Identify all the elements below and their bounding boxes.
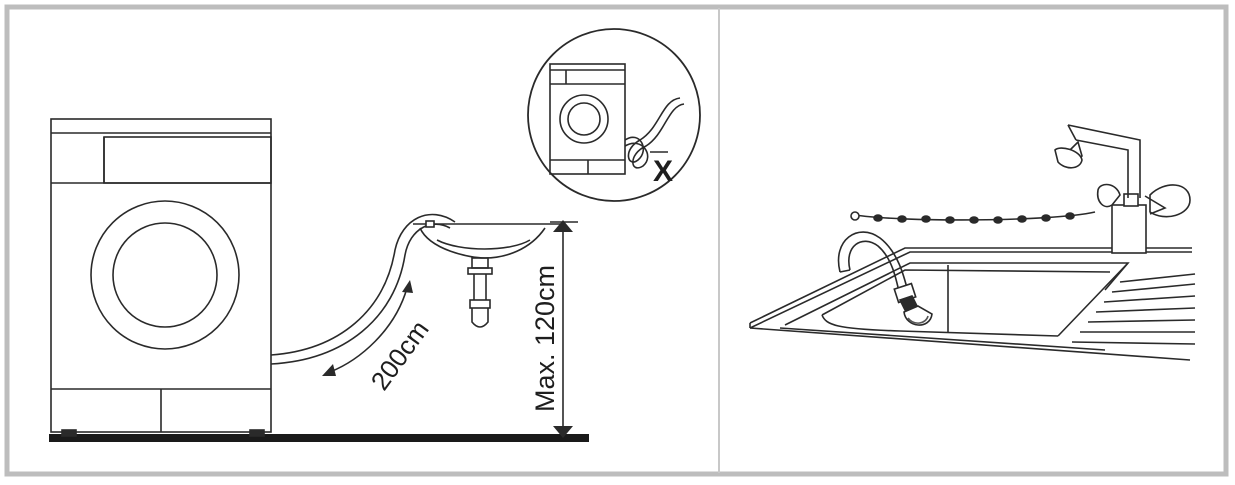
- hose-clip-chain: [850, 211, 1096, 224]
- kitchen-sink: [749, 247, 1196, 361]
- max-height-label: Max. 120cm: [530, 265, 560, 412]
- left-panel: [49, 28, 701, 442]
- incorrect-installation-inset: [527, 28, 701, 202]
- floor: [49, 434, 589, 442]
- door-outer: [90, 200, 240, 350]
- wall-sink: [413, 220, 565, 328]
- washing-machine: [50, 118, 272, 437]
- right-panel: [749, 124, 1196, 361]
- hose-length-arrow: [322, 280, 413, 376]
- wrong-mark: X: [653, 155, 673, 188]
- door-inner: [112, 222, 218, 328]
- hose-end: [837, 231, 933, 326]
- faucet: [1054, 124, 1191, 254]
- outer-frame: [4, 4, 1229, 477]
- height-dimension: [550, 220, 578, 438]
- hose-length-label: 200cm: [365, 315, 435, 396]
